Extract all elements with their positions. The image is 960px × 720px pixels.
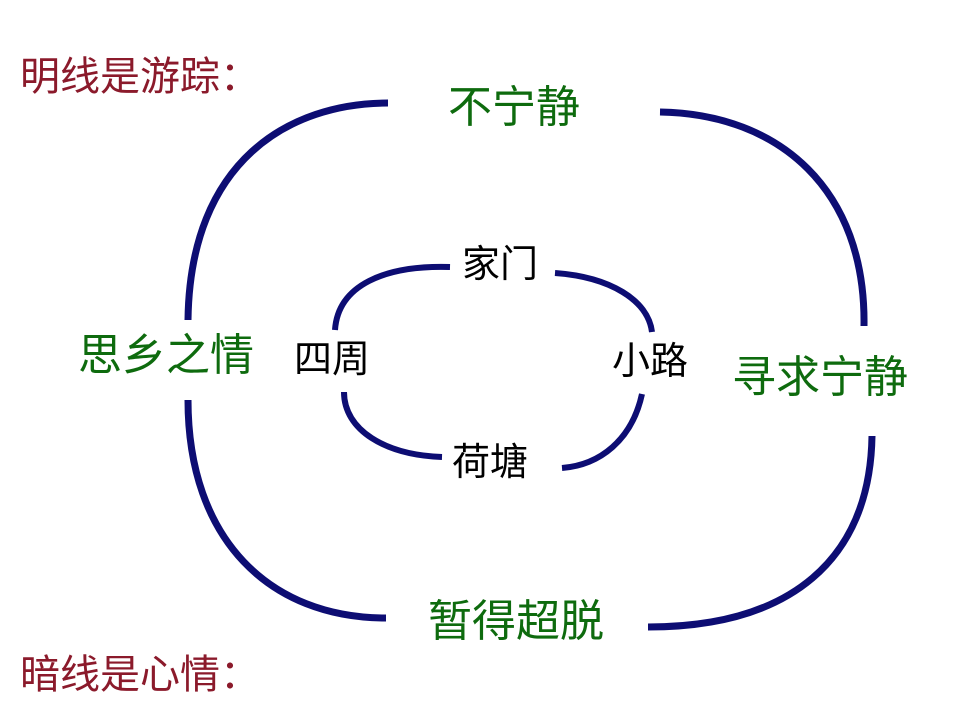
outer-label-left: 思乡之情 — [78, 330, 254, 381]
inner-label-left: 四周 — [294, 337, 371, 381]
outer-arc-bottom-left — [184, 399, 387, 622]
outer-label-bottom: 暂得超脱 — [428, 596, 604, 647]
inner-arc-top-left — [332, 263, 451, 331]
inner-label-bottom: 荷塘 — [452, 440, 529, 484]
outer-label-top: 不宁静 — [448, 82, 580, 133]
inner-arc-top-right — [554, 270, 655, 333]
implicit-line-heading: 暗线是心情： — [20, 652, 260, 698]
explicit-line-heading: 明线是游踪： — [20, 54, 260, 100]
inner-label-right: 小路 — [612, 339, 689, 383]
outer-arc-top-right — [659, 108, 868, 327]
inner-arc-bottom-right — [561, 393, 645, 471]
outer-arc-bottom-right — [647, 435, 876, 631]
outer-arc-top-left — [184, 99, 389, 321]
inner-arc-bottom-left — [341, 391, 443, 460]
outer-label-right: 寻求宁静 — [732, 352, 908, 403]
inner-label-top: 家门 — [462, 242, 539, 286]
